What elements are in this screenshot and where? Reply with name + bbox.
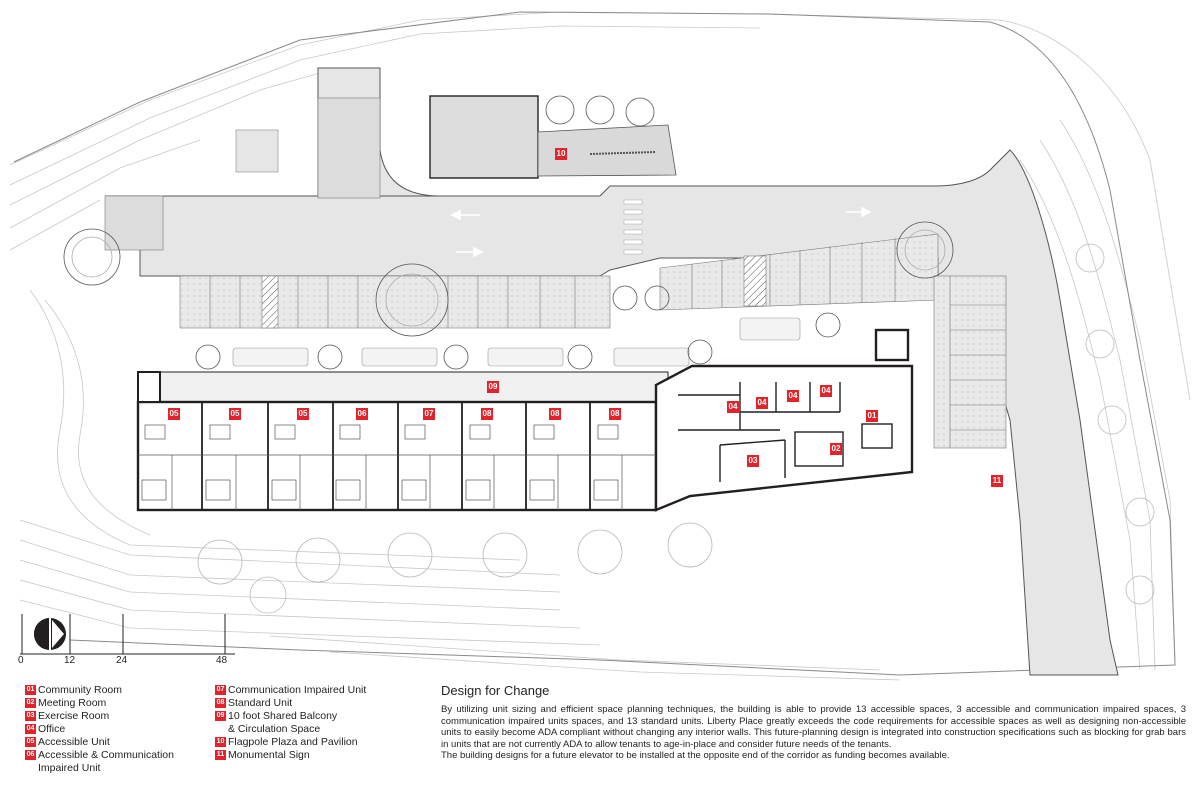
- label-office-3: 04: [787, 390, 799, 402]
- legend-label: 10 foot Shared Balcony & Circulation Spa…: [228, 710, 338, 735]
- legend-number: 01: [25, 685, 36, 695]
- label-unit-1: 05: [168, 408, 180, 420]
- scale-label-0: 0: [18, 655, 24, 666]
- pavilion-building: [429, 95, 539, 179]
- parking-stalls-row: [179, 233, 1007, 449]
- legend-number: 05: [25, 737, 36, 747]
- legend-label: Exercise Room: [38, 710, 110, 722]
- traffic-arrows: [450, 172, 872, 258]
- legend-label: Meeting Room: [38, 697, 107, 709]
- label-balcony: 09: [487, 381, 499, 393]
- legend-label: Accessible Unit: [38, 736, 110, 748]
- community-wing: [654, 364, 914, 512]
- legend-number: 09: [215, 711, 226, 721]
- label-community-room: 01: [866, 410, 878, 422]
- square-pad: [235, 129, 279, 173]
- label-unit-6: 08: [481, 408, 493, 420]
- label-unit-4: 06: [356, 408, 368, 420]
- label-unit-2: 05: [229, 408, 241, 420]
- community-walls: [678, 382, 893, 482]
- housing-wing: [136, 400, 658, 512]
- description-paragraph-1: By utilizing unit sizing and efficient s…: [441, 704, 1186, 750]
- legend-number: 04: [25, 724, 36, 734]
- north-arrow-icon: [34, 618, 66, 650]
- legend-number: 08: [215, 698, 226, 708]
- legend-number: 07: [215, 685, 226, 695]
- legend-label: Monumental Sign: [228, 749, 310, 761]
- legend-number: 03: [25, 711, 36, 721]
- scale-label-48: 48: [216, 655, 228, 666]
- label-monumental-sign: 11: [991, 475, 1003, 487]
- unit-interior-lines: [138, 424, 656, 510]
- scale-label-24: 24: [116, 655, 128, 666]
- scale-label-12: 12: [64, 655, 76, 666]
- label-office-4: 04: [820, 385, 832, 397]
- trees: [63, 95, 1155, 614]
- legend-number: 02: [25, 698, 36, 708]
- description-paragraph-2: The building designs for a future elevat…: [441, 750, 950, 762]
- legend-label: Office: [38, 723, 66, 735]
- legend-label: Standard Unit: [228, 697, 293, 709]
- description-title: Design for Change: [441, 683, 550, 698]
- topo-contours: [9, 11, 1191, 681]
- label-unit-8: 08: [609, 408, 621, 420]
- legend-label: Community Room: [38, 684, 123, 696]
- legend-number: 11: [215, 750, 226, 760]
- flagpole-plaza: [537, 124, 677, 177]
- elevator-east: [874, 328, 910, 362]
- west-parking-pad: [104, 195, 164, 251]
- scale-bar: [20, 614, 235, 655]
- description-body: By utilizing unit sizing and efficient s…: [441, 704, 1186, 762]
- legend-number: 10: [215, 737, 226, 747]
- crosswalk: [623, 199, 643, 255]
- label-meeting-room: 02: [830, 443, 842, 455]
- landscape-strip: [232, 317, 801, 367]
- balcony-corridor: [137, 371, 669, 403]
- site-boundary: [13, 11, 1176, 676]
- label-office-2: 04: [756, 397, 768, 409]
- legend-label: Communication Impaired Unit: [228, 684, 367, 696]
- legend-label: Flagpole Plaza and Pavilion: [228, 736, 358, 748]
- label-office-1: 04: [727, 401, 739, 413]
- label-exercise-room: 03: [747, 455, 759, 467]
- label-flagpole-plaza: 10: [555, 148, 567, 160]
- stair-west: [137, 371, 161, 403]
- north-parking-pad: [317, 97, 381, 199]
- legend-number: 06: [25, 750, 36, 760]
- label-unit-7: 08: [549, 408, 561, 420]
- label-unit-5: 07: [423, 408, 435, 420]
- legend-label: Accessible & Communication Impaired Unit: [38, 749, 174, 774]
- unit-walls: [201, 402, 591, 510]
- label-unit-3: 05: [297, 408, 309, 420]
